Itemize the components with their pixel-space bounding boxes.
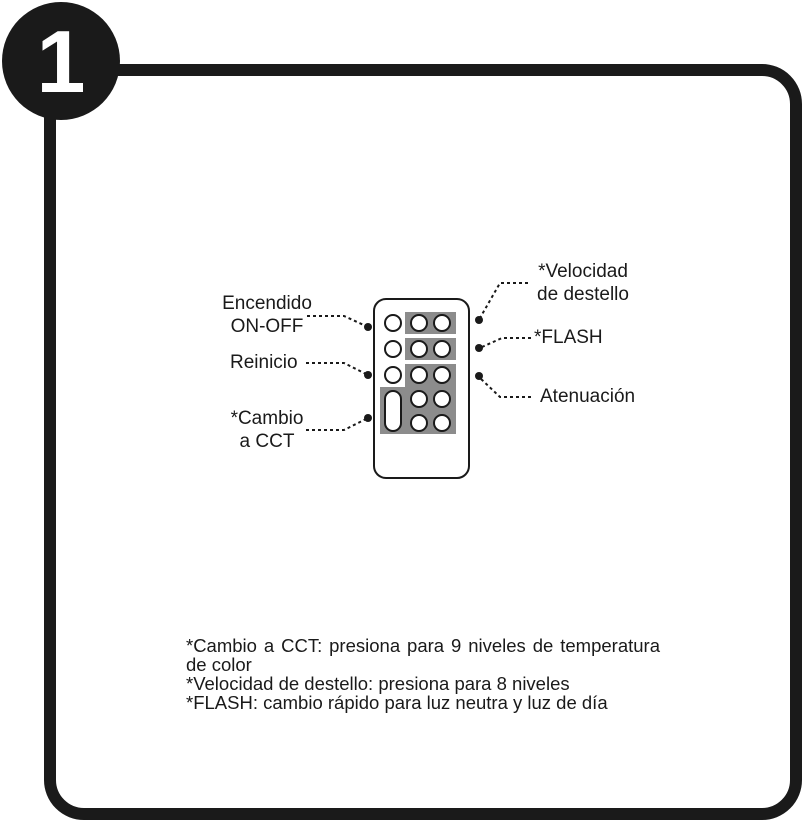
cct-button[interactable] (384, 390, 402, 432)
grid-button-r2c1[interactable] (410, 340, 428, 358)
label-flash-speed: *Velocidad de destello (528, 260, 638, 306)
reset-button[interactable] (384, 366, 402, 384)
grid-button-r1c2[interactable] (433, 314, 451, 332)
label-flash: *FLASH (534, 327, 603, 348)
grid-button-r3c1[interactable] (410, 366, 428, 384)
grid-button-r5c2[interactable] (433, 414, 451, 432)
label-cct: *Cambio a CCT (212, 407, 322, 453)
label-power: Encendido ON-OFF (212, 292, 322, 338)
dot-power (364, 323, 372, 331)
dot-reset (364, 371, 372, 379)
dot-cct (364, 414, 372, 422)
dot-dimming (475, 372, 483, 380)
dot-flash-speed (475, 316, 483, 324)
leader-flash-speed (479, 282, 528, 319)
label-dimming: Atenuación (540, 386, 636, 407)
leader-dimming (479, 377, 531, 398)
note-flash: *FLASH: cambio rápido para luz neutra y … (186, 692, 608, 713)
label-flash-speed-line1: *Velocidad (538, 261, 628, 282)
grid-button-r5c1[interactable] (410, 414, 428, 432)
grid-button-r4c2[interactable] (433, 390, 451, 408)
power-button[interactable] (384, 314, 402, 332)
leader-power (307, 315, 369, 328)
label-cct-line2: a CCT (239, 431, 295, 452)
grid-button-r3c2[interactable] (433, 366, 451, 384)
dot-flash (475, 344, 483, 352)
grid-button-r2c2[interactable] (433, 340, 451, 358)
label-reset: Reinicio (230, 352, 298, 373)
label-power-line2: ON-OFF (230, 316, 304, 337)
grid-button-r4c1[interactable] (410, 390, 428, 408)
note-cct: *Cambio a CCT: presiona para 9 niveles d… (186, 635, 660, 675)
panel-frame (44, 64, 802, 820)
notes: *Cambio a CCT: presiona para 9 niveles d… (186, 636, 660, 712)
note-flash-speed: *Velocidad de destello: presiona para 8 … (186, 673, 570, 694)
leader-flash (481, 337, 531, 348)
step-badge (2, 2, 120, 120)
label-cct-line1: *Cambio (230, 408, 304, 429)
grid-button-r1c1[interactable] (410, 314, 428, 332)
leader-reset (306, 362, 369, 376)
leader-cct (306, 417, 369, 431)
step-number: 1 (37, 12, 86, 111)
label-flash-speed-line2: de destello (537, 284, 629, 305)
label-power-line1: Encendido (222, 293, 312, 314)
reset-area-button[interactable] (384, 340, 402, 358)
